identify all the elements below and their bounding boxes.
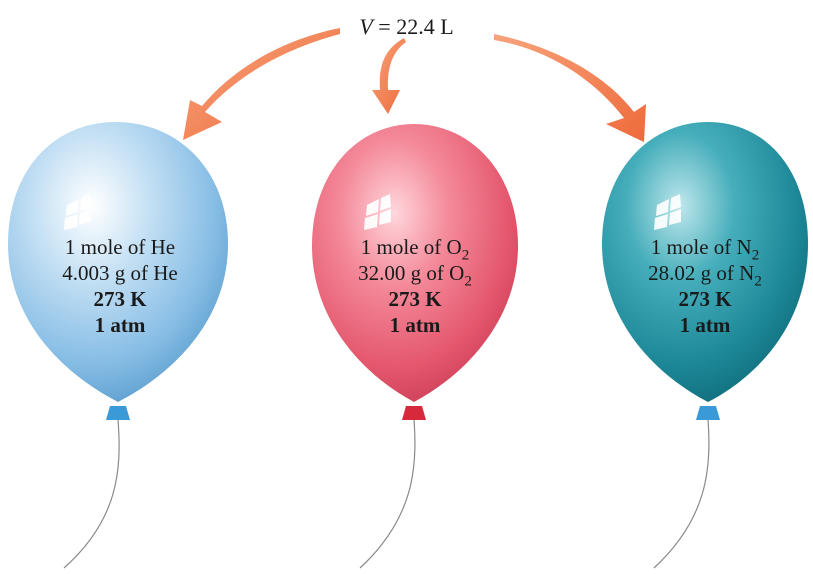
- balloon-knot: [402, 406, 426, 420]
- arrow-right: [494, 34, 646, 142]
- pressure-line: 1 atm: [20, 312, 220, 338]
- balloon-string: [360, 420, 415, 568]
- balloon-string: [654, 420, 709, 568]
- arrow-center: [372, 38, 406, 114]
- temperature-line: 273 K: [605, 286, 805, 312]
- moles-line: 1 mole of O2: [315, 234, 515, 260]
- balloon-helium: [8, 122, 228, 568]
- mass-line: 32.00 g of O2: [315, 260, 515, 286]
- volume-label: V = 22.4 L: [0, 14, 813, 40]
- balloon-knot: [696, 406, 720, 420]
- oxygen-label: 1 mole of O2 32.00 g of O2 273 K 1 atm: [315, 234, 515, 338]
- volume-value: 22.4 L: [396, 14, 453, 39]
- pressure-line: 1 atm: [605, 312, 805, 338]
- balloon-oxygen: [312, 124, 518, 568]
- volume-variable: V: [359, 14, 372, 39]
- balloon-nitrogen: [602, 122, 808, 568]
- arrow-left: [183, 28, 340, 140]
- mass-line: 4.003 g of He: [20, 260, 220, 286]
- moles-line: 1 mole of He: [20, 234, 220, 260]
- helium-label: 1 mole of He 4.003 g of He 273 K 1 atm: [20, 234, 220, 338]
- volume-equals: =: [373, 14, 396, 39]
- temperature-line: 273 K: [315, 286, 515, 312]
- balloon-string: [64, 420, 119, 568]
- pressure-line: 1 atm: [315, 312, 515, 338]
- mass-line: 28.02 g of N2: [605, 260, 805, 286]
- moles-line: 1 mole of N2: [605, 234, 805, 260]
- nitrogen-label: 1 mole of N2 28.02 g of N2 273 K 1 atm: [605, 234, 805, 338]
- temperature-line: 273 K: [20, 286, 220, 312]
- balloon-knot: [106, 406, 130, 420]
